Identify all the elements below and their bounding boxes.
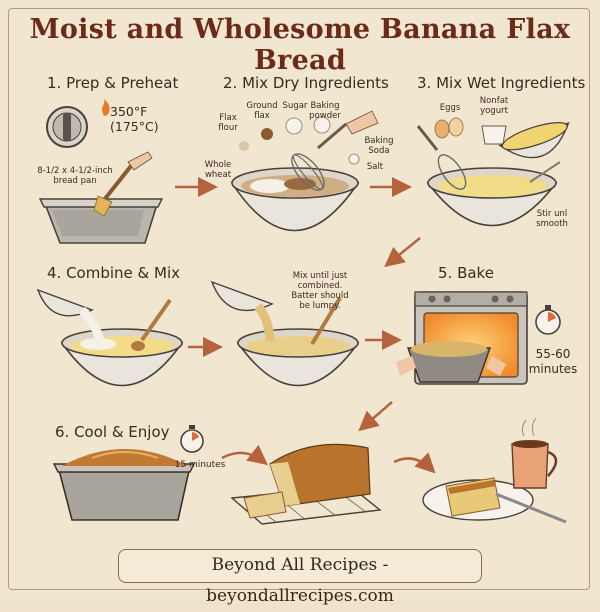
batter-spoon-icon bbox=[310, 296, 342, 346]
oven-dial-icon bbox=[46, 106, 88, 148]
whisk-icon bbox=[291, 110, 379, 191]
coffee-mug-icon bbox=[511, 417, 558, 489]
sugar-label: Sugar bbox=[282, 101, 308, 111]
baked-loaf-pan-icon bbox=[52, 449, 196, 521]
cooling-timer-icon bbox=[180, 425, 204, 453]
step-1-label: 1. Prep & Preheat bbox=[47, 74, 179, 92]
combine-bowl-icon bbox=[60, 328, 184, 387]
step-3-label: 3. Mix Wet Ingredients bbox=[417, 74, 586, 92]
step-4-label: 4. Combine & Mix bbox=[47, 264, 180, 282]
pouring-batter-bowl-icon bbox=[210, 280, 275, 343]
wooden-spoon-icon bbox=[131, 298, 172, 351]
page-border bbox=[8, 8, 590, 590]
cool-time-label: 15 minutes bbox=[174, 460, 226, 470]
arrow-rack-to-plate bbox=[393, 452, 436, 474]
dry-ingredients-bowl-icon bbox=[230, 167, 360, 232]
salt-label: Salt bbox=[366, 162, 384, 172]
plate-with-slice-icon bbox=[422, 477, 567, 524]
step-2-label: 2. Mix Dry Ingredients bbox=[223, 74, 389, 92]
wet-ingredients-bowl-icon bbox=[426, 167, 558, 227]
timer-icon bbox=[535, 305, 561, 335]
sliced-loaf-icon bbox=[243, 443, 371, 519]
page-title: Moist and Wholesome Banana Flax Bread bbox=[29, 14, 571, 76]
eggs-label: Eggs bbox=[439, 103, 461, 113]
banana-bowl-icon bbox=[498, 122, 570, 159]
wet-spoon-icon bbox=[529, 161, 561, 183]
temperature-fahrenheit: 350°F bbox=[110, 104, 148, 119]
wet-whisk-icon bbox=[416, 125, 467, 190]
step-6-label: 6. Cool & Enjoy bbox=[55, 423, 170, 441]
arrow-5-to-6 bbox=[358, 401, 393, 432]
batter-bowl-icon bbox=[236, 328, 360, 387]
ingredient-piles-icon bbox=[239, 116, 360, 165]
arrow-3-to-4 bbox=[384, 237, 421, 268]
step-5-label: 5. Bake bbox=[438, 264, 494, 282]
pastry-brush-icon bbox=[93, 151, 153, 217]
yogurt-cup-icon bbox=[481, 125, 507, 145]
bread-pan-icon bbox=[38, 198, 164, 244]
eggs-icon bbox=[434, 117, 464, 139]
pouring-bowl-icon bbox=[36, 288, 105, 345]
footer-banner: Beyond All Recipes - beyondallrecipes.co… bbox=[118, 549, 482, 606]
flame-icon bbox=[102, 99, 110, 116]
temperature-celsius: (175°C) bbox=[110, 119, 159, 134]
arrow-6-to-rack bbox=[221, 444, 268, 466]
loaf-pan-in-oven-icon bbox=[396, 341, 506, 383]
